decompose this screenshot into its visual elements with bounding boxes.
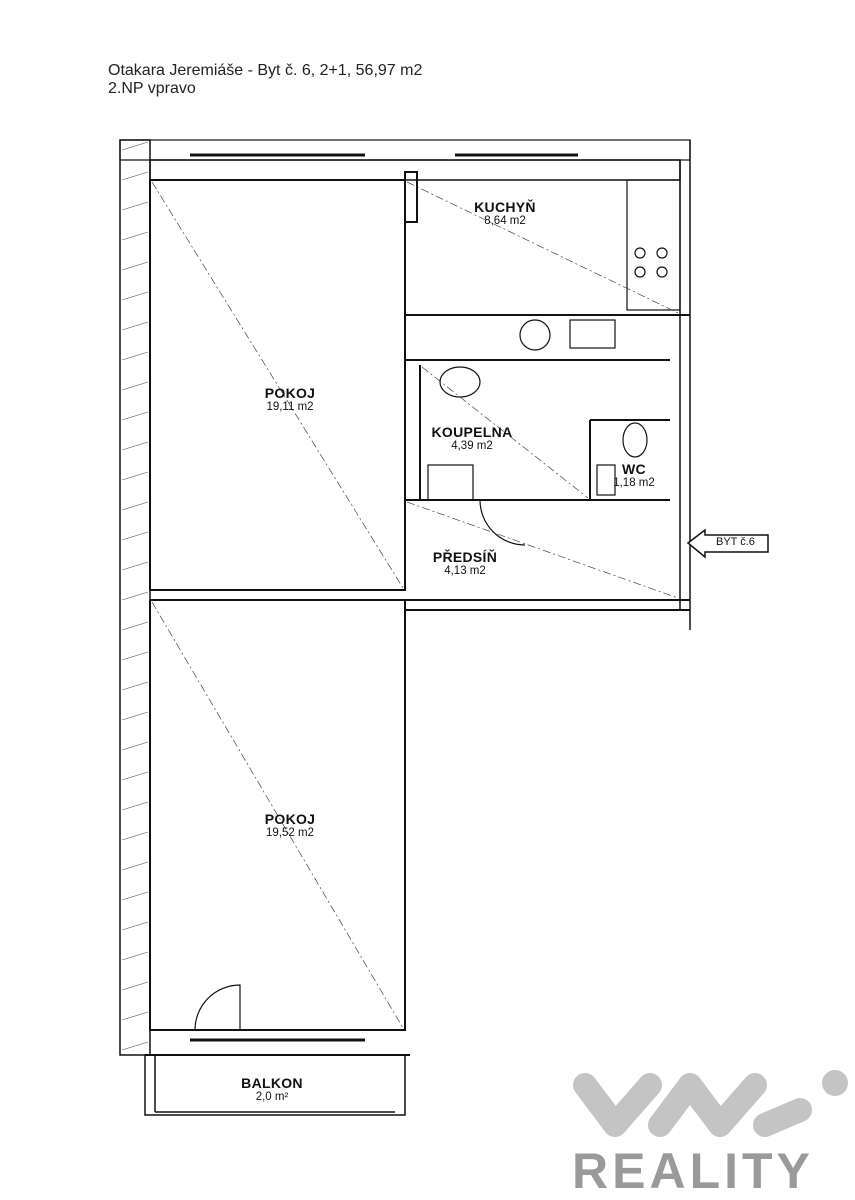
room-area: 19,52 m2 <box>266 827 314 839</box>
title-address: Otakara Jeremiáše - Byt č. 6, 2+1, 56,97… <box>108 62 423 79</box>
room-bathroom: KOUPELNA 4,39 m2 <box>432 424 513 452</box>
room-kitchen: KUCHYŇ 8,64 m2 <box>474 199 536 227</box>
title-floor: 2.NP vpravo <box>108 80 196 97</box>
room-area: 4,39 m2 <box>451 440 493 452</box>
room-name: KUCHYŇ <box>474 199 536 215</box>
logo-text: REALITY <box>572 1143 814 1199</box>
room-wc: WC 1,18 m2 <box>613 461 655 489</box>
room-area: 19,11 m2 <box>266 401 314 413</box>
area-diagonals <box>151 181 679 1029</box>
room-area: 2,0 m² <box>255 1091 289 1103</box>
entrance-label: BYT č.6 <box>716 536 755 548</box>
room-name: BALKON <box>241 1075 303 1091</box>
interior-walls <box>149 171 690 1031</box>
room-name: POKOJ <box>264 811 316 827</box>
wall-hatch <box>121 141 149 1051</box>
room-living-1: POKOJ 19,11 m2 <box>265 385 316 413</box>
windows <box>190 153 578 1042</box>
plan-title: Otakara Jeremiáše - Byt č. 6, 2+1, 56,97… <box>108 62 422 98</box>
entrance-arrow-icon <box>686 528 769 559</box>
room-area: 4,13 m2 <box>444 565 486 577</box>
room-name: PŘEDSÍŇ <box>432 549 498 565</box>
room-name: WC <box>622 461 646 477</box>
room-living-2: POKOJ 19,52 m2 <box>265 811 316 839</box>
balcony <box>144 1054 406 1116</box>
room-name: KOUPELNA <box>431 424 513 440</box>
room-area: 1,18 m2 <box>613 477 655 489</box>
room-area: 8,64 m2 <box>484 215 526 227</box>
reality-logo <box>573 1070 848 1137</box>
room-balcony: BALKON 2,0 m² <box>241 1075 303 1103</box>
room-name: POKOJ <box>264 385 316 401</box>
fixtures <box>194 179 681 1031</box>
room-hallway: PŘEDSÍŇ 4,13 m2 <box>433 549 497 577</box>
